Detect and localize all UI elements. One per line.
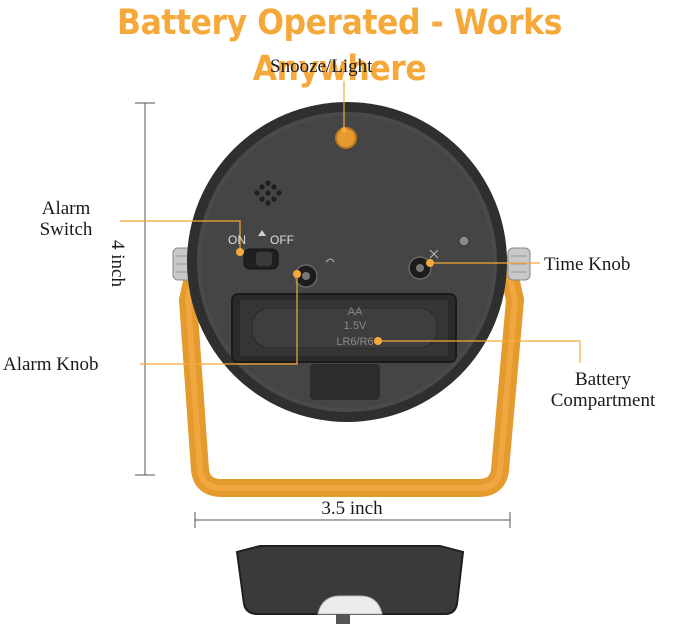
alarm-knob-label: Alarm Knob: [3, 354, 99, 375]
switch-on-text: ON: [228, 233, 246, 247]
side-view-base: [235, 545, 465, 624]
height-dimension-label: 4 inch: [107, 240, 128, 287]
orange-stand: [179, 253, 524, 497]
callout-dots: [236, 127, 434, 345]
battery-compartment-label-line2: Compartment: [550, 390, 656, 411]
battery-compartment-label-line1: Battery: [575, 369, 631, 390]
callout-lines: [120, 81, 581, 365]
width-dimension-label: 3.5 inch: [321, 498, 383, 519]
battery-model-text: LR6/R6: [336, 336, 374, 348]
alarm-switch-label-line2: Switch: [39, 219, 93, 240]
switch-off-text: OFF: [270, 233, 294, 247]
snooze-light-label: Snooze/Light: [270, 56, 373, 77]
height-dimension-line: [135, 102, 155, 476]
alarm-switch: [243, 230, 279, 270]
battery-voltage-text: 1.5V: [343, 320, 367, 332]
time-knob-label: Time Knob: [544, 254, 631, 275]
alarm-switch-label-line1: Alarm: [41, 198, 91, 219]
speaker-grille: [254, 180, 282, 206]
time-knob: [408, 249, 439, 280]
battery-type-text: AA: [347, 306, 363, 318]
width-dimension-line: [194, 512, 511, 528]
battery-compartment-tray: [231, 293, 457, 400]
headline: Battery Operated - Works Anywhere: [117, 3, 562, 89]
case-screw: [458, 235, 470, 247]
right-screw: [507, 247, 531, 281]
